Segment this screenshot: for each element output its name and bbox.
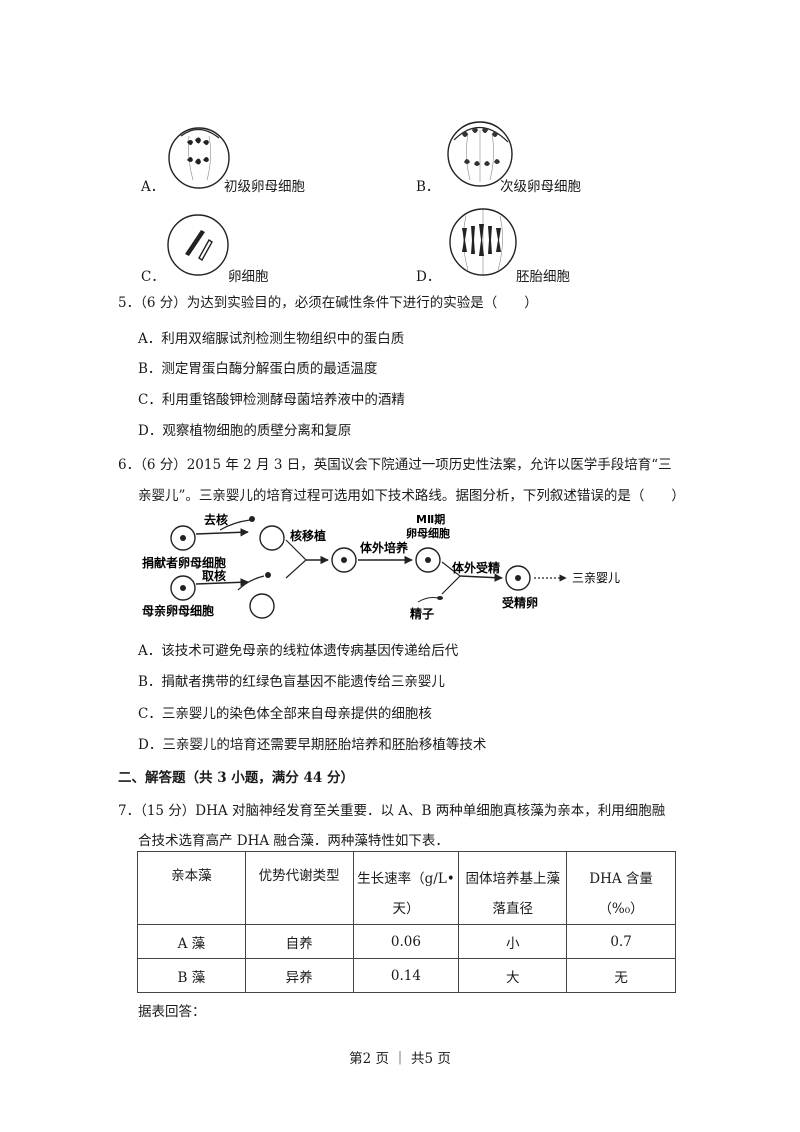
mother-egg-remnant — [249, 593, 275, 619]
table-cell: 异养 — [244, 958, 354, 993]
question-stem-line2: 合技术选育高产 DHA 融合藻．两种藻特性如下表． — [138, 833, 449, 849]
option-d: D．三亲婴儿的培育还需要早期胚胎培养和胚胎移植等技术 — [138, 737, 487, 753]
header-cell: DHA 含量（%₀） — [566, 851, 676, 925]
table-row: A 藻 自养 0.06 小 0.7 — [137, 924, 676, 959]
question-stem-line2: 亲婴儿”。三亲婴儿的培育过程可选用如下技术路线。据图分析，下列叙述错误的是（ ） — [138, 488, 685, 504]
algae-properties-table: 亲本藻 优势代谢类型 生长速率（g/L•天） 固体培养基上藻落直径 DHA 含量… — [137, 851, 676, 993]
question-stem-line1: 6．（6 分）2015 年 2 月 3 日，英国议会下院通过一项历史性法案，允许… — [118, 457, 672, 473]
option-d: D．观察植物细胞的质壁分离和复原 — [138, 423, 352, 439]
header-cell: 生长速率（g/L•天） — [352, 851, 460, 925]
option-b: B．测定胃蛋白酶分解蛋白质的最适温度 — [138, 361, 378, 377]
fertilized-egg-label: 受精卵 — [502, 595, 538, 610]
reconstructed-egg — [331, 547, 357, 573]
table-cell: 0.14 — [352, 958, 460, 993]
in-vitro-fert-label: 体外受精 — [452, 560, 500, 575]
option-label: 次级卵母细胞 — [500, 179, 581, 195]
option-letter: C． — [141, 269, 165, 285]
donor-egg-label: 捐献者卵母细胞 — [142, 555, 226, 570]
three-parent-baby-label: 三亲婴儿 — [572, 571, 620, 585]
mother-egg-label: 母亲卵母细胞 — [142, 603, 214, 618]
table-cell: A 藻 — [137, 924, 246, 959]
donor-egg-cell — [170, 525, 196, 551]
header-cell: 固体培养基上藻落直径 — [458, 851, 568, 925]
mother-egg-cell — [170, 575, 196, 601]
take-nucleus-label: 取核 — [202, 568, 226, 583]
primary-oocyte-image — [168, 127, 230, 189]
option-letter: A． — [141, 179, 165, 195]
page-footer: 第2 页 ｜ 共5 页 — [349, 1051, 451, 1067]
mii-oocyte — [415, 547, 441, 573]
remove-nucleus-label: 去核 — [204, 512, 228, 527]
question-stem-line1: 7．（15 分）DHA 对脑神经发育至关重要．以 A、B 两种单细胞真核藻为亲本… — [118, 803, 666, 819]
table-header-row: 亲本藻 优势代谢类型 生长速率（g/L•天） 固体培养基上藻落直径 DHA 含量… — [137, 851, 676, 925]
three-parent-baby-diagram: 去核 捐献者卵母细胞 取核 母亲卵母细胞 核移植 体外培养 MⅡ期 卵母细胞 体… — [142, 512, 620, 621]
mii-label-line1: MⅡ期 — [416, 512, 445, 526]
question-stem: 5．（6 分）为达到实验目的，必须在碱性条件下进行的实验是（ ） — [118, 295, 538, 311]
option-label: 初级卵母细胞 — [224, 179, 305, 195]
table-cell: 0.06 — [352, 924, 460, 959]
fertilized-egg-cell — [505, 565, 531, 591]
table-cell: 0.7 — [566, 924, 676, 959]
nuclear-transfer-label: 核移植 — [290, 528, 326, 543]
secondary-oocyte-image — [447, 121, 513, 187]
option-a: A．该技术可避免母亲的线粒体遗传病基因传递给后代 — [138, 643, 459, 659]
header-cell: 优势代谢类型 — [244, 851, 354, 925]
section-heading: 二、解答题（共 3 小题，满分 44 分） — [118, 770, 354, 786]
in-vitro-culture-label: 体外培养 — [360, 540, 408, 555]
option-letter: B． — [416, 179, 440, 195]
option-a: A．利用双缩脲试剂检测生物组织中的蛋白质 — [138, 331, 405, 347]
option-c: C．利用重铬酸钾检测酵母菌培养液中的酒精 — [138, 392, 405, 408]
table-cell: 大 — [458, 958, 568, 993]
sperm-label: 精子 — [410, 606, 434, 621]
table-cell: 自养 — [244, 924, 354, 959]
table-cell: B 藻 — [137, 958, 246, 993]
table-cell: 无 — [566, 958, 676, 993]
embryo-cell-image — [449, 208, 517, 276]
mii-label-line2: 卵母细胞 — [406, 526, 450, 540]
option-c: C．三亲婴儿的染色体全部来自母亲提供的细胞核 — [138, 706, 432, 722]
header-cell: 亲本藻 — [137, 851, 246, 925]
option-label: 卵细胞 — [228, 269, 269, 285]
option-label: 胚胎细胞 — [516, 269, 570, 285]
answer-prompt: 据表回答： — [138, 1004, 206, 1020]
option-letter: D． — [416, 269, 441, 285]
egg-cell-image — [167, 214, 229, 276]
table-cell: 小 — [458, 924, 568, 959]
table-row: B 藻 异养 0.14 大 无 — [137, 958, 676, 993]
option-b: B．捐献者携带的红绿色盲基因不能遗传给三亲婴儿 — [138, 674, 445, 690]
enucleated-egg — [259, 525, 285, 551]
